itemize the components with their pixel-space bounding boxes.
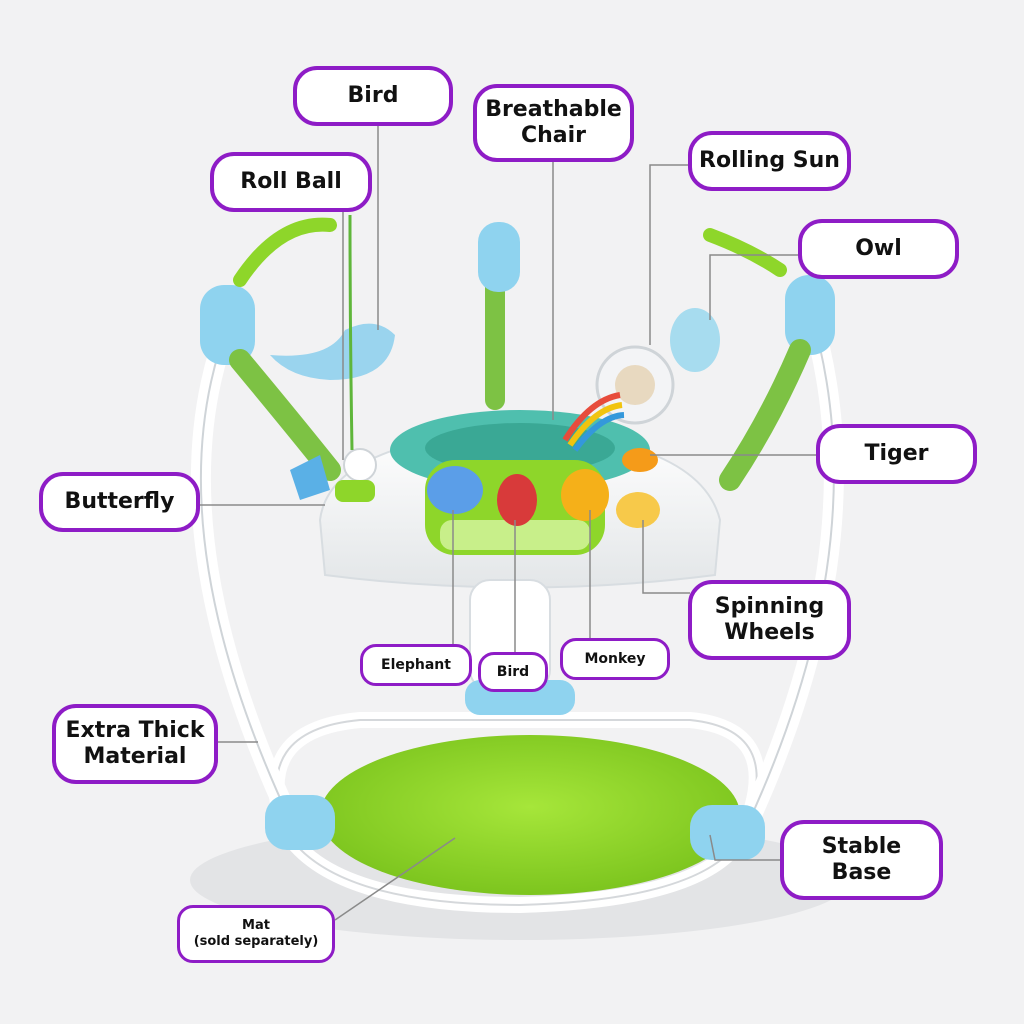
label-elephant: Elephant — [360, 644, 472, 686]
hanging-bird-toy — [270, 323, 395, 380]
back-post-cap — [478, 222, 520, 292]
elephant-toy — [427, 466, 483, 514]
rainbow-toy — [562, 392, 621, 442]
left-top-cap — [200, 285, 255, 365]
left-foot-cap — [265, 795, 335, 850]
label-stable-base: Stable Base — [780, 820, 943, 900]
butterfly-toy — [290, 455, 330, 500]
label-butterfly: Butterfly — [39, 472, 200, 532]
label-spinning-wheels: Spinning Wheels — [688, 580, 851, 660]
label-breathable-chair: Breathable Chair — [473, 84, 634, 162]
label-owl: Owl — [798, 219, 959, 279]
label-monkey: Monkey — [560, 638, 670, 680]
monkey-toy — [561, 469, 609, 521]
label-mat: Mat (sold separately) — [177, 905, 335, 963]
label-bird-top: Bird — [293, 66, 453, 126]
label-roll-ball: Roll Ball — [210, 152, 372, 212]
left-toy-hanger — [233, 217, 337, 287]
right-top-cap — [785, 275, 835, 355]
bird-toy-small — [497, 474, 537, 526]
leader-lines — [200, 125, 818, 921]
right-toy-hanger — [703, 228, 787, 277]
label-extra-thick-material: Extra Thick Material — [52, 704, 218, 784]
label-bird-small: Bird — [478, 652, 548, 692]
label-rolling-sun: Rolling Sun — [688, 131, 851, 191]
green-mat — [320, 735, 740, 895]
right-foot-cap — [690, 805, 765, 860]
spinning-wheels-toy — [616, 492, 660, 528]
tiger-toy — [622, 448, 658, 472]
right-spring — [719, 339, 811, 491]
label-tiger: Tiger — [816, 424, 977, 484]
roll-ball-toy — [343, 448, 377, 482]
owl-toy — [670, 308, 720, 372]
